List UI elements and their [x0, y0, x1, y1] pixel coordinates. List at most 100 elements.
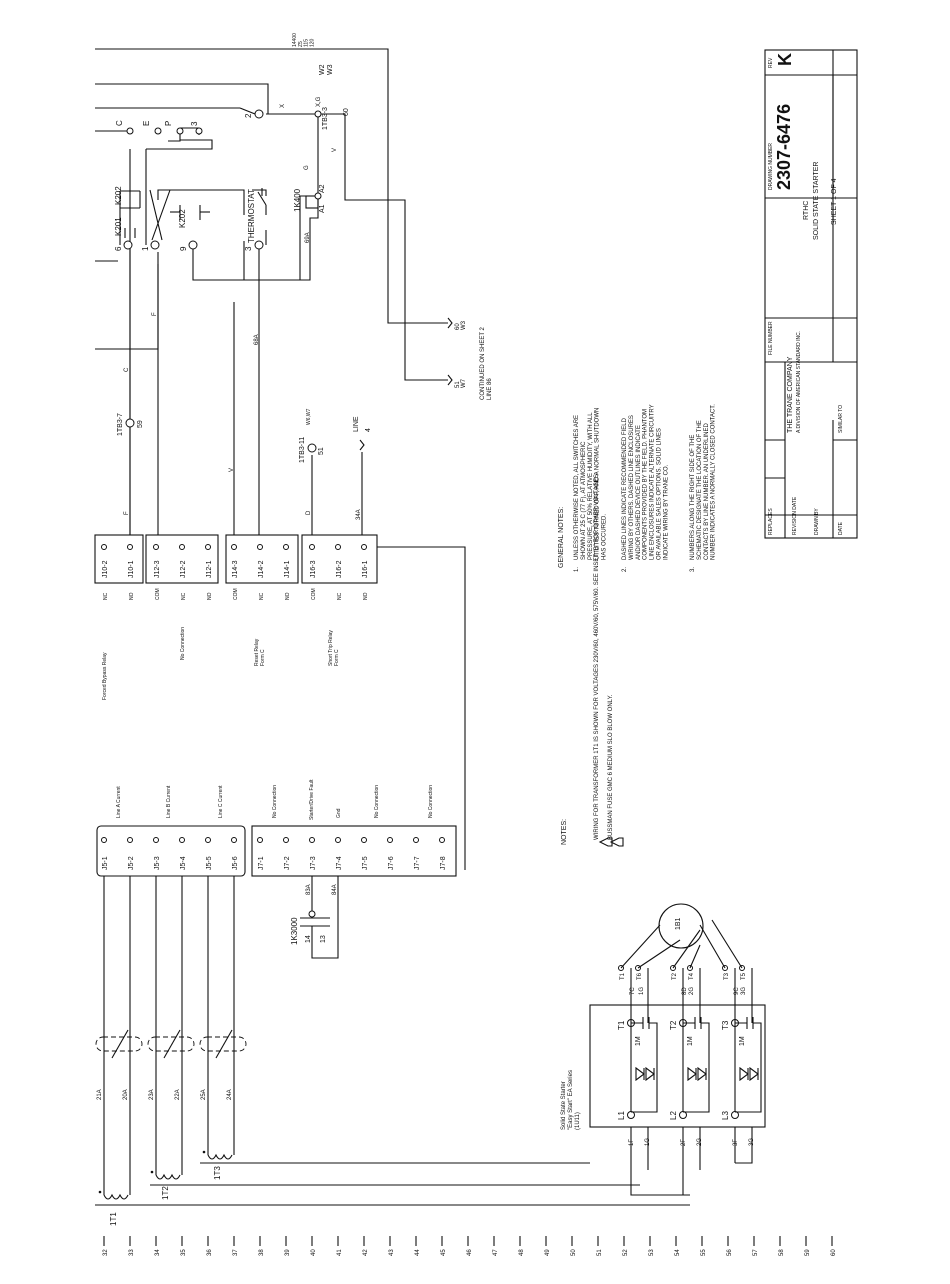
line-number-56: 56 — [727, 1249, 733, 1256]
j14-pin — [257, 544, 263, 550]
svg-text:COM: COM — [233, 588, 239, 600]
j5-pin — [179, 837, 185, 843]
line-4-label: 4 — [365, 428, 372, 432]
j5-block — [96, 825, 246, 877]
general-note-number: 2. — [622, 567, 628, 572]
svg-text:44: 44 — [415, 1249, 421, 1256]
svg-text:LINE ENCLOSURES INDICATE ALTER: LINE ENCLOSURES INDICATE ALTERNATE CIRCU… — [650, 404, 656, 560]
svg-text:J5-2: J5-2 — [128, 856, 135, 870]
svg-text:Reset Relay: Reset Relay — [254, 638, 260, 666]
general-note-number: 1. — [574, 567, 580, 572]
scr-pair — [734, 1017, 762, 1113]
j16-block — [301, 534, 378, 584]
svg-text:G: G — [304, 165, 310, 170]
svg-text:46: 46 — [467, 1249, 473, 1256]
svg-text:115: 115 — [304, 39, 310, 47]
svg-text:FILE NUMBER: FILE NUMBER — [768, 321, 774, 355]
svg-text:3F: 3F — [733, 1139, 739, 1146]
svg-text:T1: T1 — [620, 972, 626, 980]
svg-text:HAS OCCURED.: HAS OCCURED. — [602, 514, 608, 560]
e-terminal — [154, 127, 162, 135]
line-number-50: 50 — [571, 1249, 577, 1256]
j7-pin-label: J7-8 — [440, 856, 447, 870]
j7-no-connection-label-2: No Connection — [374, 785, 380, 818]
svg-text:V: V — [332, 148, 338, 152]
svg-text:J12-1: J12-1 — [206, 560, 213, 578]
revision-date-label: REVISION DATE — [792, 496, 798, 535]
svg-text:F: F — [152, 312, 158, 316]
j5-pin-label: J5-3 — [154, 856, 161, 870]
svg-text:DRAWN BY: DRAWN BY — [814, 508, 820, 535]
j14-role-label: NC — [259, 592, 265, 600]
j14-pin-label: J14-1 — [284, 560, 291, 578]
j14-pin — [231, 544, 237, 550]
wire-21a: 21A — [97, 1089, 103, 1100]
motor-terminal-label: 3G — [741, 987, 747, 995]
relay-pins: J10-2NCJ10-1NOJ12-3COMJ12-2NCJ12-1NOJ14-… — [101, 544, 369, 600]
ct-wiring — [103, 876, 339, 1195]
wire-22a: 22A — [175, 1089, 181, 1100]
n59-label: 59 — [137, 420, 144, 428]
svg-text:83A: 83A — [306, 884, 312, 895]
svg-text:INDICATE WIRING BY TRANE CO.: INDICATE WIRING BY TRANE CO. — [663, 464, 669, 560]
motor-terminal-label: T3 — [724, 972, 730, 980]
svg-text:A1: A1 — [319, 204, 326, 213]
tb3-7-label: 1TB3-7 — [117, 413, 124, 436]
tb3-3-label: 1TB3-3 — [322, 107, 329, 130]
j16-pin-label: J16-1 — [362, 560, 369, 578]
svg-text:14: 14 — [305, 935, 312, 943]
svg-text:(1U11): (1U11) — [575, 1112, 581, 1130]
motor-terminal-label: T1 — [620, 972, 626, 980]
starter-title: Solid State Starter"Easy Start" EA Serie… — [561, 1070, 581, 1130]
svg-text:J5-3: J5-3 — [154, 856, 161, 870]
svg-text:SHEET 1 OF 4: SHEET 1 OF 4 — [831, 178, 838, 225]
k202-label: K202 — [114, 186, 123, 205]
pin-2-terminal — [254, 109, 264, 119]
svg-text:Forced Bypass Relay: Forced Bypass Relay — [102, 652, 108, 700]
svg-text:COMPONENTS PROVIDED BY THE FIE: COMPONENTS PROVIDED BY THE FIELD. PHANTO… — [643, 409, 649, 560]
svg-text:1T2: 1T2 — [161, 1186, 170, 1200]
svg-text:"Easy Start" EA Series: "Easy Start" EA Series — [568, 1070, 574, 1130]
j12-pin — [205, 544, 211, 550]
j7-pin — [309, 837, 315, 843]
svg-text:47: 47 — [493, 1249, 499, 1256]
svg-text:J12-2: J12-2 — [180, 560, 187, 578]
svg-text:J14-2: J14-2 — [258, 560, 265, 578]
svg-text:3: 3 — [190, 121, 199, 126]
svg-text:F: F — [124, 511, 130, 515]
line-number-41: 41 — [337, 1249, 343, 1256]
j7-pin-label: J7-5 — [362, 856, 369, 870]
svg-text:J5-4: J5-4 — [180, 856, 187, 870]
ceps-label: P — [164, 121, 173, 126]
transformer-1t2: 1T2 — [161, 1186, 170, 1200]
svg-text:J10-1: J10-1 — [128, 560, 135, 578]
svg-text:40: 40 — [311, 1249, 317, 1256]
svg-text:THERMOSTAT: THERMOSTAT — [247, 189, 256, 243]
svg-text:120: 120 — [309, 38, 315, 47]
pin-9-terminal — [188, 240, 198, 250]
svg-text:X: X — [280, 104, 286, 108]
svg-text:24A: 24A — [227, 1089, 233, 1100]
svg-text:1M: 1M — [739, 1036, 746, 1046]
j5-pin — [231, 837, 237, 843]
starter-l1: L1 — [617, 1111, 626, 1120]
svg-text:V: V — [229, 468, 235, 472]
line-number-40: 40 — [311, 1249, 317, 1256]
svg-text:NO: NO — [207, 592, 213, 600]
pin-3-terminal — [254, 240, 264, 250]
current-transformers — [95, 1150, 690, 1206]
motor-terminal-label: T2 — [672, 972, 678, 980]
line-number-43: 43 — [389, 1249, 395, 1256]
line-number-51: 51 — [597, 1249, 603, 1256]
j12-pin-label: J12-2 — [180, 560, 187, 578]
svg-text:K202: K202 — [114, 186, 123, 205]
line-number-44: 44 — [415, 1249, 421, 1256]
svg-text:2G: 2G — [689, 987, 695, 995]
wire-68a: 68A — [254, 334, 260, 345]
line-label: LINE — [353, 416, 360, 432]
wire-f-2: F — [152, 312, 158, 316]
svg-text:DRAWING NUMBER: DRAWING NUMBER — [768, 143, 774, 190]
